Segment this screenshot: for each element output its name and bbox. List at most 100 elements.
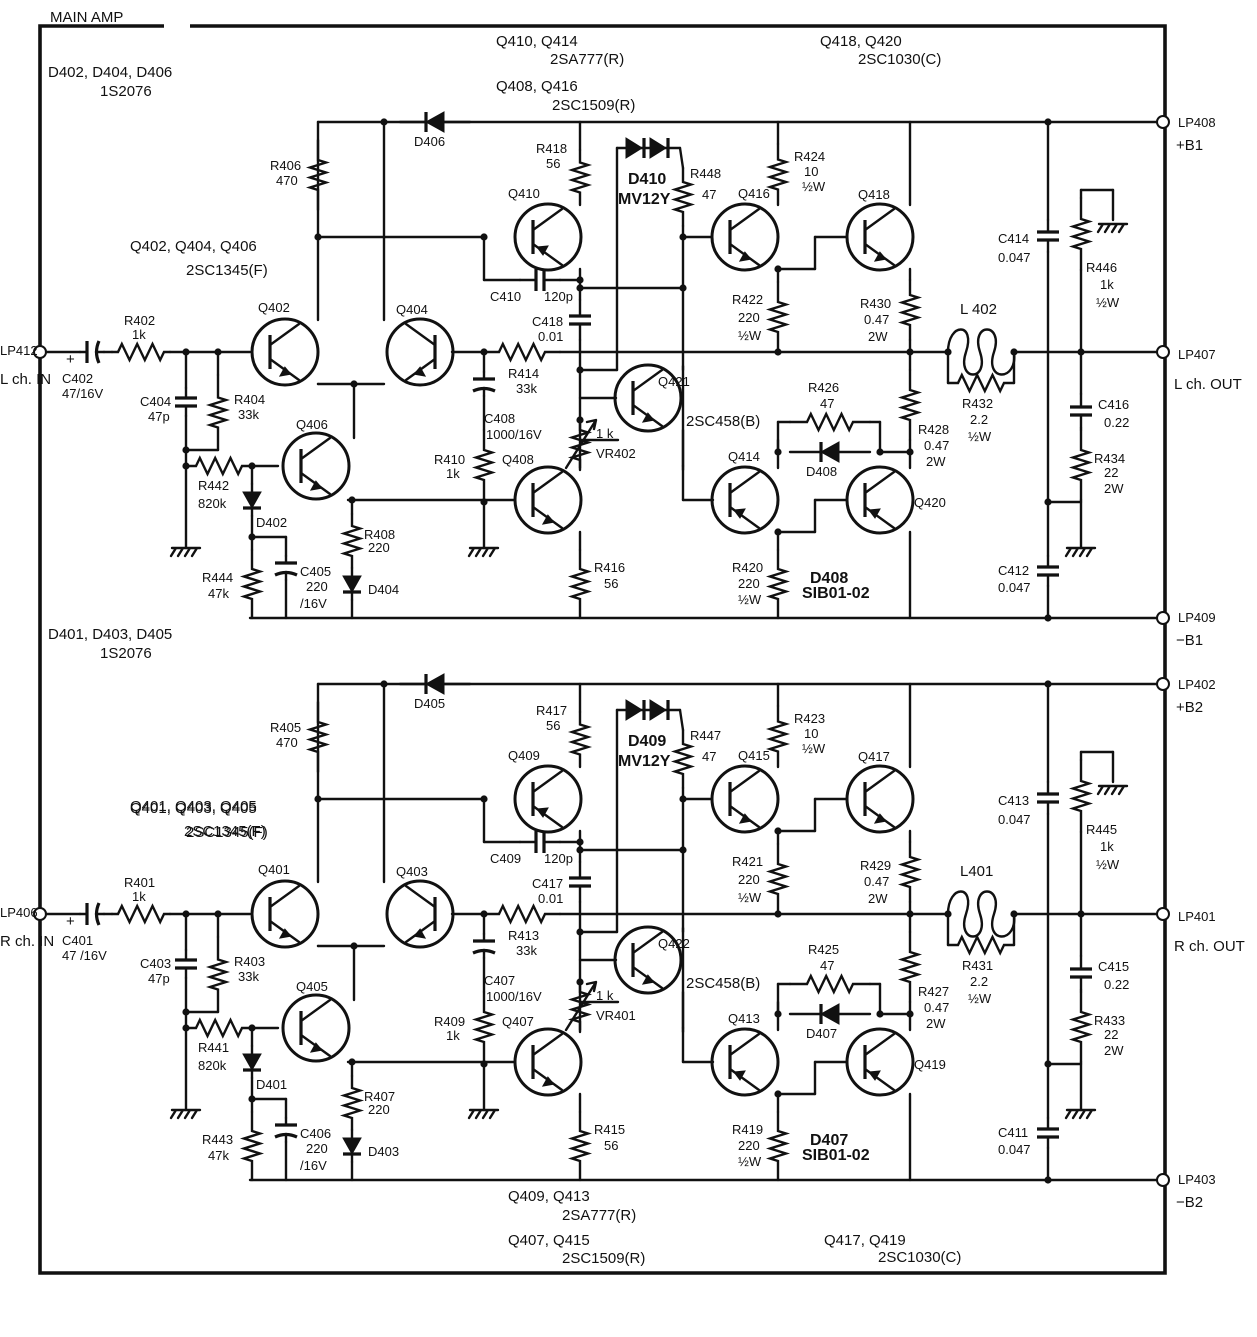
transistor-collector	[531, 1032, 564, 1057]
junction-dot	[944, 348, 952, 356]
label: 2SC1509(R)	[552, 97, 635, 114]
label: 1 k	[596, 426, 614, 441]
transistor-arrow	[309, 1042, 323, 1053]
label: R405	[270, 720, 301, 735]
label: 33k	[238, 407, 259, 422]
label: C414	[998, 231, 1029, 246]
junction-dot	[1044, 118, 1052, 126]
diode	[342, 1137, 362, 1156]
label: 470	[276, 735, 298, 750]
label: Q407, Q415	[508, 1232, 590, 1249]
label: R402	[124, 313, 155, 328]
resistor	[1068, 196, 1094, 272]
elec-capacitor	[85, 902, 101, 926]
resistor	[897, 278, 923, 342]
label: R446	[1086, 260, 1117, 275]
transistor-collector	[531, 207, 564, 232]
label: 1k	[1100, 839, 1114, 854]
capacitor	[1037, 230, 1059, 242]
label: 2.2	[970, 412, 988, 427]
label: 2SC1345(F)	[186, 824, 268, 841]
junction-dot	[182, 1008, 190, 1016]
label: C413	[998, 793, 1029, 808]
label: R442	[198, 478, 229, 493]
label: ½W	[738, 328, 762, 343]
label: LP402	[1178, 677, 1216, 692]
transistor	[845, 1027, 915, 1097]
label: C408	[484, 411, 515, 426]
label: +B1	[1176, 137, 1203, 154]
label: 220	[738, 872, 760, 887]
label: 1k	[446, 1028, 460, 1043]
terminal	[1156, 907, 1170, 921]
label: R430	[860, 296, 891, 311]
label: −B1	[1176, 632, 1203, 649]
vr-arrow	[564, 418, 598, 470]
transistor-arrow	[278, 928, 292, 939]
label: 1S2076	[100, 645, 152, 662]
resistor	[765, 704, 791, 769]
label: C417	[532, 876, 563, 891]
transistor	[710, 1027, 780, 1097]
label: 1k	[132, 889, 146, 904]
transistor-collector	[299, 436, 332, 461]
label: L401	[960, 863, 993, 880]
label: C402	[62, 371, 93, 386]
resistor	[765, 142, 791, 207]
label: Q401, Q403, Q405	[130, 800, 257, 817]
label: D405	[414, 696, 445, 711]
transistor-collector	[728, 1032, 761, 1057]
label: R416	[594, 560, 625, 575]
plus-sign: +	[66, 351, 75, 368]
wire	[678, 708, 685, 732]
label: Q408, Q416	[496, 78, 578, 95]
capacitor	[175, 396, 197, 408]
label: R423	[794, 711, 825, 726]
label: LP403	[1178, 1172, 1216, 1187]
transistor-arrow	[868, 1070, 881, 1081]
label: R409	[434, 1014, 465, 1029]
varactor-diode	[649, 699, 667, 721]
resistor	[339, 1074, 365, 1132]
transistor-arrow	[733, 508, 746, 519]
resistor	[239, 1110, 265, 1182]
label: 10	[804, 726, 818, 741]
label: /16V	[300, 1158, 327, 1173]
label: Q402	[258, 300, 290, 315]
label: 56	[546, 718, 560, 733]
label: C405	[300, 564, 331, 579]
transistor-arrow	[536, 245, 549, 256]
ground-symbol	[1096, 222, 1129, 234]
label: R428	[918, 422, 949, 437]
board-outline	[38, 24, 1167, 1275]
junction-dot	[576, 838, 584, 846]
terminal	[1156, 115, 1170, 129]
resistor	[239, 548, 265, 620]
label: 0.47	[924, 438, 949, 453]
label: R ch. OUT	[1174, 938, 1245, 955]
label: R408	[364, 527, 395, 542]
label: 2W	[926, 1016, 946, 1031]
label: 47 /16V	[62, 948, 107, 963]
capacitor	[175, 958, 197, 970]
label: D408	[806, 464, 837, 479]
label: ½W	[738, 1154, 762, 1169]
ground-symbol	[169, 546, 202, 558]
label: 0.22	[1104, 415, 1129, 430]
label: 33k	[238, 969, 259, 984]
transistor-collector	[728, 769, 761, 794]
label: 56	[604, 576, 618, 591]
label: 10	[804, 164, 818, 179]
label: ½W	[738, 890, 762, 905]
label: MV12Y	[618, 753, 671, 770]
capacitor	[1070, 405, 1092, 417]
transistor-collector	[728, 470, 761, 495]
label: 120p	[544, 289, 573, 304]
ground-symbol	[467, 546, 500, 558]
capacitor	[1037, 1127, 1059, 1139]
resistor	[946, 934, 1016, 956]
transistor-collector	[863, 207, 896, 232]
label: 47k	[208, 586, 229, 601]
label: 120p	[544, 851, 573, 866]
label: R ch. IN	[0, 933, 54, 950]
